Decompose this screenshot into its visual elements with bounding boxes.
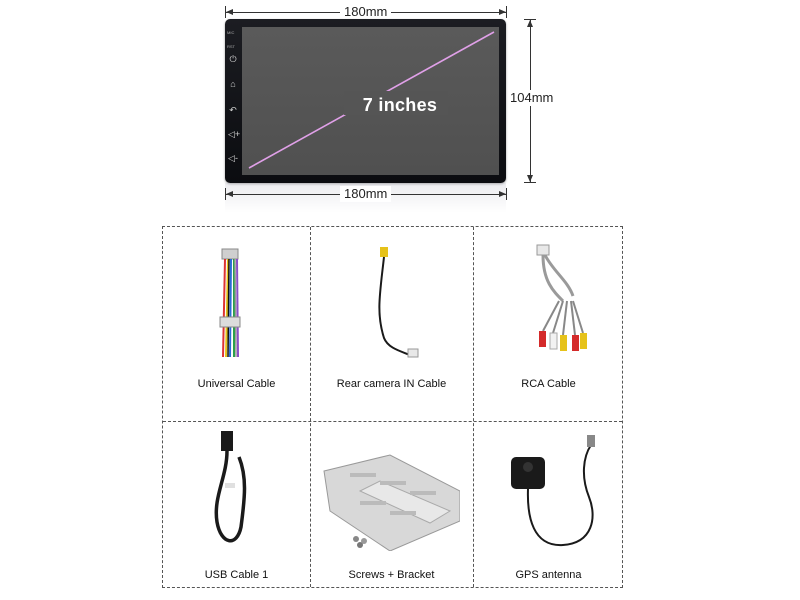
dim-height: 104mm	[507, 90, 557, 106]
dim-bottom-width: 180mm	[340, 186, 392, 202]
head-unit: MIC RST ⏻ ⌂ ↶ ◁+ ◁- 7 inches	[225, 19, 506, 183]
dim-top-width: 180mm	[340, 4, 392, 20]
accessory-label: RCA Cable	[521, 378, 576, 390]
volume-down-icon: ◁-	[228, 153, 238, 163]
back-icon: ↶	[229, 105, 237, 115]
grid-divider	[310, 227, 311, 587]
screen-diagonal	[248, 31, 495, 169]
touch-screen: 7 inches	[242, 27, 499, 175]
bracket-icon	[323, 454, 460, 551]
arrow-left-icon	[226, 9, 233, 15]
usb-cable-icon	[214, 431, 247, 543]
gps-antenna-icon	[511, 435, 595, 547]
accessories-grid: Universal Cable Rear camera IN Cable RCA	[162, 226, 623, 588]
arrow-right-icon	[499, 9, 506, 15]
accessory-label: Universal Cable	[197, 378, 276, 390]
dim-tick	[524, 182, 536, 183]
rst-label: RST	[227, 44, 235, 49]
accessory-rear-camera-cable: Rear camera IN Cable	[310, 227, 473, 421]
accessory-screws-bracket: Screws + Bracket	[310, 421, 473, 589]
rca-cable-icon	[536, 244, 587, 351]
home-icon: ⌂	[230, 79, 236, 89]
arrow-down-icon	[527, 175, 533, 182]
accessory-label: Screws + Bracket	[348, 569, 435, 581]
dim-tick	[225, 188, 226, 200]
arrow-left-icon	[226, 191, 233, 197]
arrow-up-icon	[527, 20, 533, 27]
dim-tick	[225, 6, 226, 18]
arrow-right-icon	[499, 191, 506, 197]
mic-label: MIC	[227, 30, 235, 35]
accessory-label: USB Cable 1	[204, 569, 269, 581]
grid-divider	[473, 227, 474, 587]
universal-cable-icon	[219, 248, 241, 358]
screen-size-label: 7 inches	[362, 95, 438, 115]
grid-divider	[163, 421, 622, 422]
accessory-gps-antenna: GPS antenna	[473, 421, 624, 589]
accessory-label: Rear camera IN Cable	[336, 378, 447, 390]
dim-tick	[524, 19, 536, 20]
accessory-label: GPS antenna	[515, 569, 582, 581]
accessory-rca-cable: RCA Cable	[473, 227, 624, 421]
dim-tick	[506, 188, 507, 200]
accessory-usb-cable: USB Cable 1	[163, 421, 310, 589]
accessory-universal-cable: Universal Cable	[163, 227, 310, 421]
rear-camera-cable-icon	[378, 247, 419, 358]
dim-tick	[506, 6, 507, 18]
volume-up-icon: ◁+	[228, 129, 241, 139]
power-icon: ⏻	[229, 54, 237, 64]
